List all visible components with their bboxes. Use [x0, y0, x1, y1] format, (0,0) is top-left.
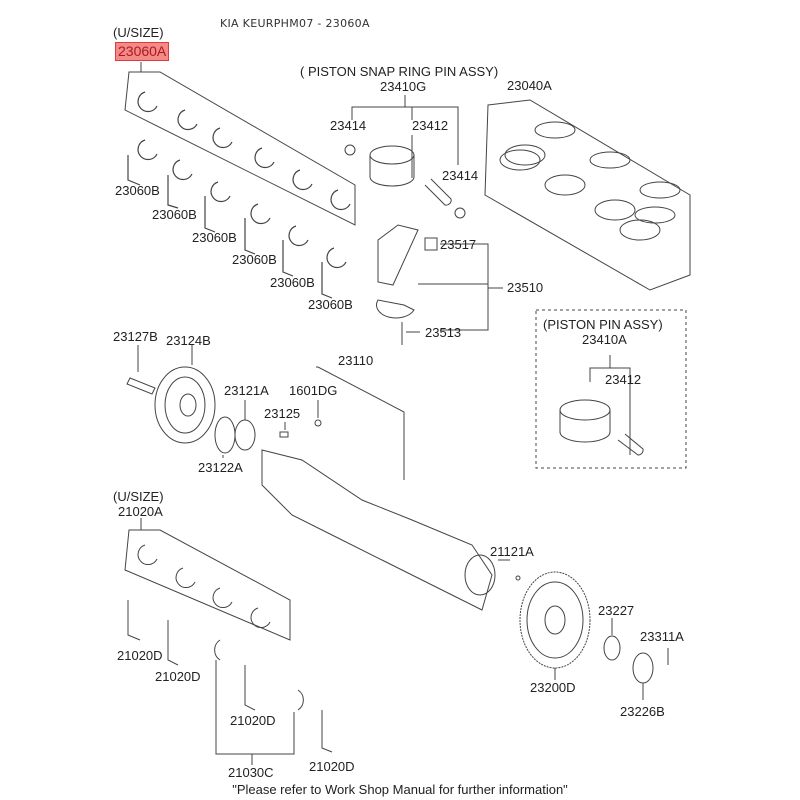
part-23410A[interactable]: 23410A — [582, 332, 627, 347]
bearing-shells-upper — [127, 91, 351, 299]
bearing-set-panel-upper — [124, 62, 356, 226]
part-23060A-highlighted[interactable]: 23060A — [115, 42, 170, 61]
part-23060B[interactable]: 23060B — [192, 230, 237, 245]
footer-note: "Please refer to Work Shop Manual for fu… — [232, 782, 568, 797]
part-23414[interactable]: 23414 — [330, 118, 367, 133]
part-23124B[interactable]: 23124B — [166, 333, 211, 348]
part-23414[interactable]: 23414 — [442, 168, 479, 183]
pulley-drawing — [126, 345, 322, 458]
part-21020D[interactable]: 21020D — [117, 648, 163, 663]
part-23200D[interactable]: 23200D — [530, 680, 576, 695]
crankshaft-drawing — [261, 366, 521, 611]
piston-snap-ring-pin-assy-drawing — [344, 95, 466, 219]
part-23040A[interactable]: 23040A — [507, 78, 552, 93]
part-23410G[interactable]: 23410G — [380, 79, 427, 94]
usize-label-upper: (U/SIZE) — [113, 25, 164, 40]
part-23513[interactable]: 23513 — [425, 325, 462, 340]
diagram-title: KIA KEURPHM07 - 23060A — [220, 17, 370, 30]
part-23517[interactable]: 23517 — [440, 237, 477, 252]
part-23227[interactable]: 23227 — [598, 603, 635, 618]
part-21020A[interactable]: 21020A — [118, 504, 163, 519]
part-23060B[interactable]: 23060B — [232, 252, 277, 267]
part-23311A[interactable]: 23311A — [640, 629, 684, 644]
part-23412[interactable]: 23412 — [605, 372, 642, 387]
part-1601DG[interactable]: 1601DG — [289, 383, 338, 398]
part-23412[interactable]: 23412 — [412, 118, 449, 133]
bearing-set-panel-lower — [124, 518, 333, 765]
part-23060B[interactable]: 23060B — [152, 207, 197, 222]
part-23060B[interactable]: 23060B — [270, 275, 315, 290]
part-23125[interactable]: 23125 — [264, 406, 301, 421]
piston-pin-assy-label: (PISTON PIN ASSY) — [543, 317, 663, 332]
part-23127B[interactable]: 23127B — [113, 329, 158, 344]
usize-label-lower: (U/SIZE) — [113, 489, 164, 504]
piston-pin-assy-box — [535, 309, 687, 469]
part-21020D[interactable]: 21020D — [155, 669, 201, 684]
part-23122A[interactable]: 23122A — [198, 460, 243, 475]
part-21121A[interactable]: 21121A — [490, 544, 534, 559]
part-23110[interactable]: 23110 — [338, 353, 374, 368]
flywheel-drawing — [519, 571, 669, 700]
connecting-rod-drawing — [376, 224, 503, 345]
part-21020D[interactable]: 21020D — [309, 759, 355, 774]
part-23121A[interactable]: 23121A — [224, 383, 269, 398]
part-23060B[interactable]: 23060B — [308, 297, 353, 312]
part-23060B[interactable]: 23060B — [115, 183, 160, 198]
part-21030C[interactable]: 21030C — [228, 765, 274, 780]
part-23510[interactable]: 23510 — [507, 280, 544, 295]
piston-rings-drawing — [484, 99, 691, 291]
part-21020D[interactable]: 21020D — [230, 713, 276, 728]
part-23226B[interactable]: 23226B — [620, 704, 665, 719]
piston-snap-ring-pin-assy-label: ( PISTON SNAP RING PIN ASSY) — [300, 64, 499, 79]
